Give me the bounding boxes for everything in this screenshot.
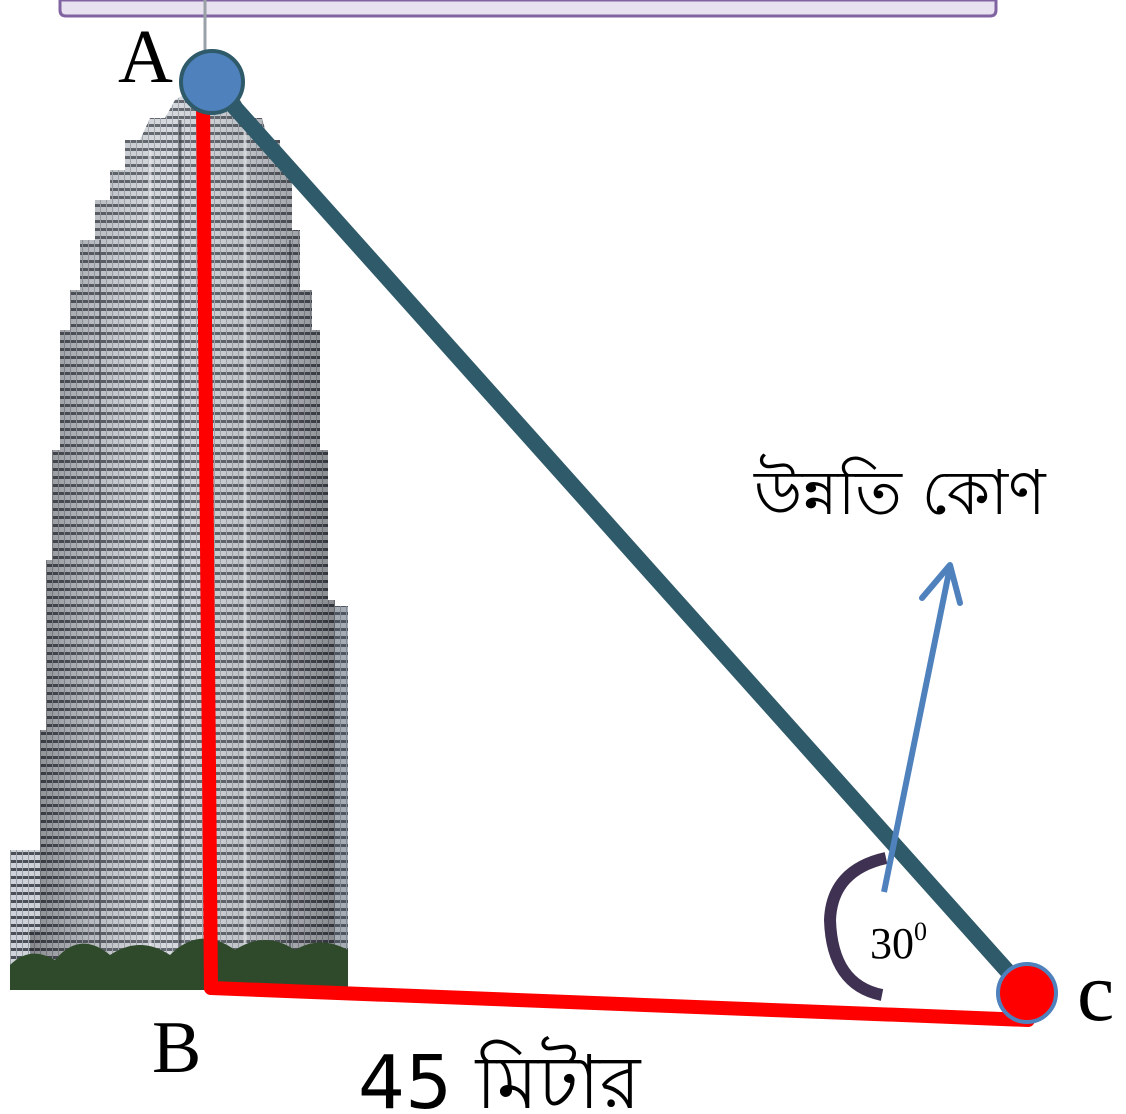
vertex-label-a: A bbox=[118, 15, 173, 99]
degree-mark: 0 bbox=[914, 917, 927, 946]
angle-degrees: 30 bbox=[870, 919, 914, 968]
side-ac bbox=[204, 74, 1035, 1001]
vertex-label-c: c bbox=[1077, 946, 1114, 1039]
tower-image bbox=[10, 0, 348, 991]
angle-arc bbox=[823, 852, 888, 1001]
side-ab bbox=[196, 93, 218, 995]
vertex-label-b: B bbox=[152, 1007, 201, 1089]
point-c bbox=[996, 962, 1058, 1024]
side-bc bbox=[204, 981, 1035, 1027]
base-distance-label: 45 মিটার bbox=[358, 1036, 642, 1114]
point-a bbox=[179, 49, 245, 115]
top-banner bbox=[58, 0, 998, 18]
elevation-angle-label: উন্নতি কোণ bbox=[753, 454, 1047, 529]
angle-value: 300 bbox=[870, 917, 927, 968]
arrow-icon bbox=[881, 562, 963, 893]
